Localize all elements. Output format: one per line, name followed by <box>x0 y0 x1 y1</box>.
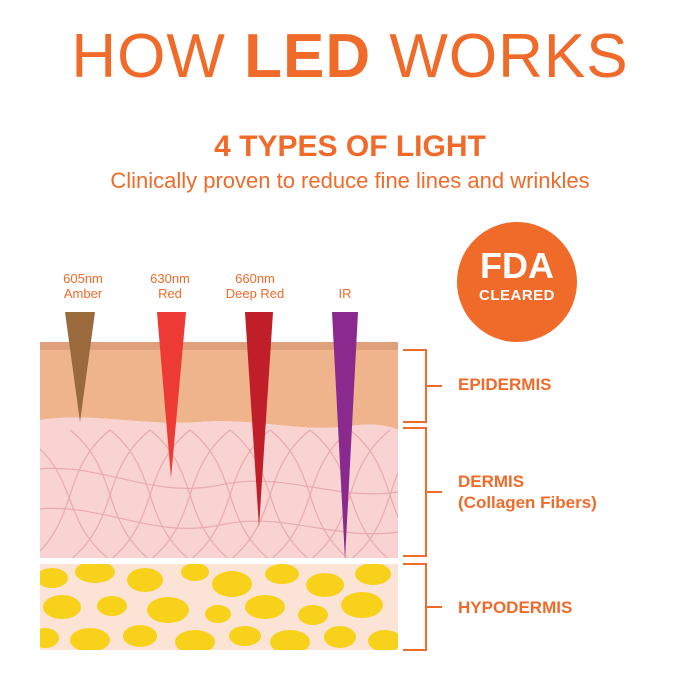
bracket-hypodermis <box>403 563 442 651</box>
badge-line-2: CLEARED <box>478 287 555 304</box>
skin-surface-strip <box>40 342 398 350</box>
label-red-wavelength: 630nm <box>150 271 190 286</box>
label-dermis-detail: (Collagen Fibers) <box>458 493 597 512</box>
fat-cells <box>40 564 398 650</box>
beam-deep-red <box>245 312 273 527</box>
label-amber-wavelength: 605nm <box>63 271 103 286</box>
epidermis-layer <box>40 349 398 430</box>
fda-cleared-badge: FDA CLEARED <box>457 222 577 342</box>
bracket-epidermis <box>403 349 442 423</box>
label-amber-name: Amber <box>63 286 103 301</box>
bracket-dermis <box>403 427 442 557</box>
label-deep-red-wavelength: 660nm <box>235 271 275 286</box>
subtitle: 4 TYPES OF LIGHT <box>214 130 486 163</box>
label-hypodermis: HYPODERMIS <box>458 598 573 617</box>
label-deep-red: 660nm Deep Red <box>215 271 295 301</box>
label-epidermis: EPIDERMIS <box>458 375 552 394</box>
beam-ir <box>332 312 358 560</box>
label-dermis-name: DERMIS <box>458 472 525 491</box>
page-title: HOW LED WORKS <box>0 26 700 88</box>
label-dermis: DERMIS (Collagen Fibers) <box>458 471 597 513</box>
label-red-name: Red <box>158 286 182 301</box>
title-part-how: HOW <box>71 22 245 91</box>
title-part-led: LED <box>244 22 372 91</box>
title-part-works: WORKS <box>371 22 629 91</box>
beam-amber <box>65 312 95 422</box>
label-red: 630nm Red <box>135 271 205 301</box>
tagline: Clinically proven to reduce fine lines a… <box>110 168 590 193</box>
label-ir-name: IR <box>338 286 352 301</box>
label-deep-red-name: Deep Red <box>225 286 285 301</box>
label-amber: 605nm Amber <box>48 271 118 301</box>
label-ir: IR <box>310 286 380 301</box>
badge-line-1: FDA <box>480 245 554 286</box>
beam-red <box>157 312 186 478</box>
layer-brackets <box>403 349 442 651</box>
